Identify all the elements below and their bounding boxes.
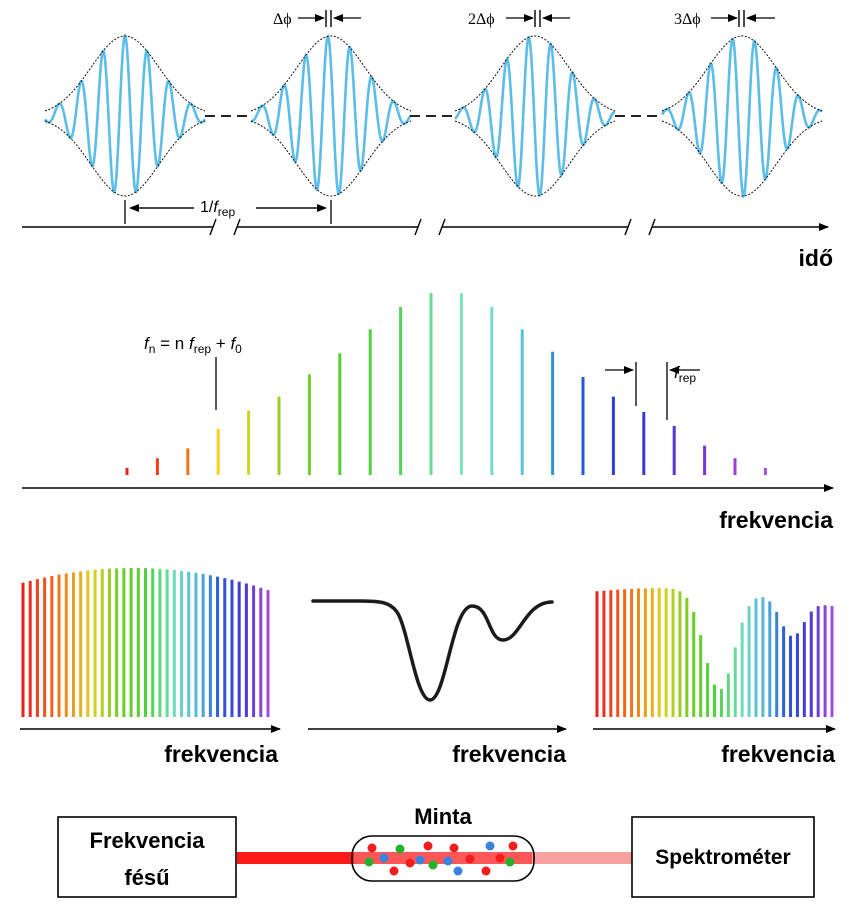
phase-slip-marker-3: 3Δϕ	[674, 10, 775, 28]
molecule	[508, 841, 518, 851]
molecule	[367, 843, 377, 853]
period-label-sub: rep	[218, 205, 236, 219]
molecule	[465, 854, 475, 864]
comb-axis-label: frekvencia	[719, 507, 833, 533]
envelope-lower	[250, 120, 412, 197]
molecule	[364, 857, 374, 867]
sample-cell	[351, 835, 535, 882]
molecule	[449, 843, 459, 853]
spectrometer-label: Spektrométer	[655, 846, 790, 869]
time-axis-label: idő	[799, 245, 834, 271]
molecule	[428, 860, 438, 870]
period-label: 1/frep	[200, 199, 235, 219]
transmitted-comb-spectrum	[595, 588, 834, 717]
period-label-prefix: 1/	[200, 199, 214, 216]
optical-pulse-4	[660, 35, 823, 199]
spectrometer-box	[631, 816, 815, 898]
envelope-lower	[454, 120, 616, 197]
right-spectrum-axis-label: frekvencia	[721, 741, 835, 767]
envelope-lower	[661, 120, 823, 197]
molecule	[405, 858, 415, 868]
spectra-panel: frekvencia frekvencia frekvencia	[20, 568, 836, 767]
time-axis	[22, 218, 829, 236]
envelope-upper	[454, 35, 616, 112]
envelope-upper	[44, 35, 206, 112]
optical-pulse-2	[250, 34, 413, 197]
pulse-train	[44, 33, 823, 199]
molecule	[481, 866, 491, 876]
setup-panel: Frekvencia fésű Minta Spektrométer	[57, 804, 815, 898]
phase-slip-marker-1: Δϕ	[273, 10, 361, 28]
time-domain-panel: idő 1/frep Δϕ 2Δϕ 3Δϕ	[22, 10, 833, 271]
comb-spacing-label: frep	[674, 363, 696, 385]
left-spectrum-axis-label: frekvencia	[164, 741, 278, 767]
attenuated-beam	[532, 852, 632, 864]
envelope-upper	[250, 35, 412, 112]
comb-lines	[125, 293, 767, 475]
comb-mode-formula: fn = n frep + f0	[144, 334, 242, 356]
molecule	[495, 853, 505, 863]
frequency-comb-label-2: fésű	[124, 865, 169, 890]
laser-beam-in-sample	[354, 852, 532, 864]
incident-comb-spectrum	[21, 568, 270, 717]
phase-label-3: 3Δϕ	[674, 11, 701, 28]
envelope-upper	[661, 35, 823, 112]
molecule	[389, 866, 399, 876]
comb-spacing-marker	[605, 362, 700, 420]
carrier-wave	[660, 37, 823, 199]
molecule	[443, 856, 453, 866]
carrier-wave	[250, 34, 413, 195]
molecule	[415, 855, 425, 865]
envelope-lower	[44, 120, 206, 197]
optical-pulse-3	[454, 35, 616, 198]
laser-beam	[237, 852, 354, 864]
period-label-f: f	[213, 199, 219, 216]
sample-molecules	[364, 841, 518, 876]
molecule	[423, 841, 433, 851]
phase-slip-marker-2: 2Δϕ	[468, 10, 570, 28]
molecule	[395, 844, 405, 854]
sample-label: Minta	[414, 804, 472, 829]
frequency-comb-label-1: Frekvencia	[90, 828, 206, 853]
molecule	[485, 841, 495, 851]
carrier-wave	[454, 35, 616, 198]
middle-spectrum-axis-label: frekvencia	[452, 741, 566, 767]
molecule	[505, 857, 515, 867]
carrier-wave	[44, 33, 206, 194]
phase-label-1: Δϕ	[273, 11, 292, 28]
frequency-comb-panel: frekvencia fn = n frep + f0 frep	[22, 293, 834, 533]
molecule	[379, 853, 389, 863]
frequency-comb-box	[57, 816, 237, 898]
phase-label-2: 2Δϕ	[468, 11, 495, 28]
molecule	[453, 866, 463, 876]
absorption-profile-curve	[311, 599, 554, 702]
optical-pulse-1	[44, 33, 206, 197]
